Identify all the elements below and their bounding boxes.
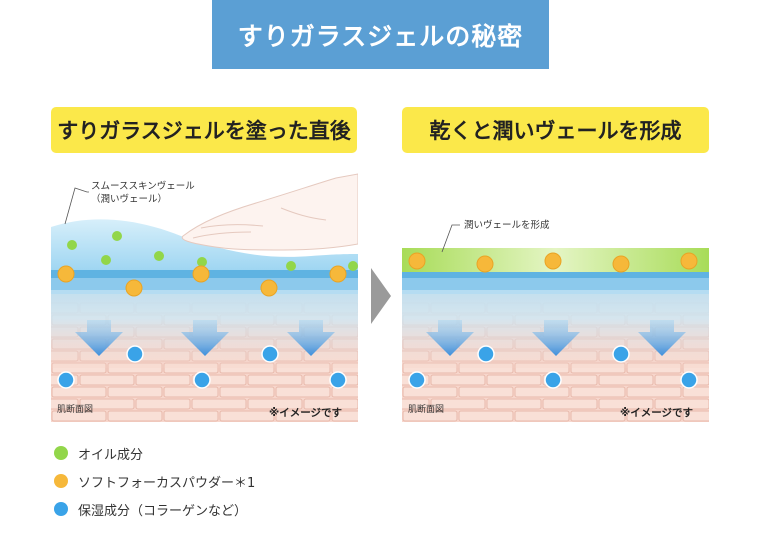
moisture-particles — [408, 345, 698, 389]
oil-particles — [67, 231, 358, 271]
right-skin-diagram: 潤いヴェールを形成 肌断面図 ※イメージです — [402, 170, 709, 422]
penetration-arrows — [75, 320, 335, 356]
powder-dot-icon — [54, 474, 68, 488]
left-veil-callout: スムーススキンヴェール （潤いヴェール） — [91, 180, 195, 206]
left-skin-diagram: スムーススキンヴェール （潤いヴェール） 肌断面図 ※イメージです — [51, 170, 358, 422]
left-image-note: ※イメージです — [269, 407, 342, 419]
moisture-dot-icon — [54, 502, 68, 516]
right-section-label: 肌断面図 — [408, 405, 445, 415]
left-panel-label: すりガラスジェルを塗った直後 — [51, 107, 357, 153]
legend-item-moisture: 保湿成分（コラーゲンなど） — [54, 495, 255, 523]
left-veil-callout-line2: （潤いヴェール） — [91, 194, 168, 205]
right-image-note: ※イメージです — [620, 407, 693, 419]
hand-icon — [181, 173, 358, 251]
page-title: すりガラスジェルの秘密 — [212, 0, 549, 69]
legend-label: 保湿成分（コラーゲンなど） — [78, 503, 248, 519]
legend: オイル成分 ソフトフォーカスパウダー＊1 保湿成分（コラーゲンなど） — [54, 439, 255, 523]
legend-item-oil: オイル成分 — [54, 439, 255, 467]
moisture-particles — [57, 345, 347, 389]
legend-label: オイル成分 — [78, 447, 144, 463]
right-skin-diagram-svg — [402, 224, 709, 422]
right-panel-label: 乾くと潤いヴェールを形成 — [402, 107, 709, 153]
oil-dot-icon — [54, 446, 68, 460]
left-section-label: 肌断面図 — [57, 405, 94, 415]
chevron-right-icon — [371, 268, 391, 324]
penetration-arrows — [426, 320, 686, 356]
powder-particles — [57, 265, 347, 297]
legend-item-powder: ソフトフォーカスパウダー＊1 — [54, 467, 255, 495]
legend-label: ソフトフォーカスパウダー＊1 — [78, 475, 256, 491]
left-veil-callout-line1: スムーススキンヴェール — [91, 181, 195, 192]
powder-particles — [408, 252, 698, 273]
right-veil-callout: 潤いヴェールを形成 — [464, 220, 550, 231]
left-skin-diagram-svg — [51, 173, 358, 422]
